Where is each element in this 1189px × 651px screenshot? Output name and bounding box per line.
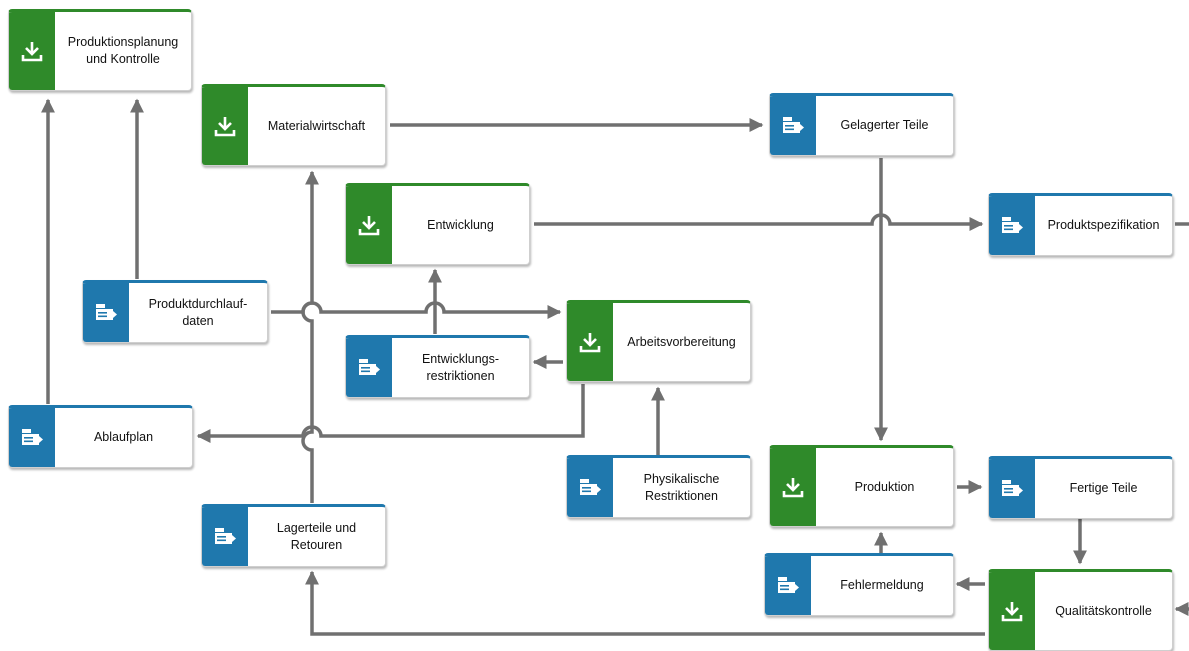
information-object-icon (9, 408, 55, 467)
info-produktdurchlauf[interactable]: Produktdurchlauf- daten (82, 280, 268, 343)
info-fehlermeldung[interactable]: Fehlermeldung (764, 553, 954, 616)
node-label: Produktdurchlauf- daten (148, 296, 248, 328)
download-arrow-icon (9, 12, 55, 90)
process-entwicklung[interactable]: Entwicklung (345, 183, 530, 265)
information-object-icon (989, 196, 1035, 255)
information-object-icon (989, 459, 1035, 518)
edge-qualitaetskontrolle-to-lagerteile (305, 570, 985, 636)
node-label: Produktion (854, 479, 915, 494)
download-arrow-icon (202, 87, 248, 165)
process-produktion[interactable]: Produktion (769, 445, 954, 527)
info-ablaufplan[interactable]: Ablaufplan (8, 405, 193, 468)
information-object-icon (202, 507, 248, 566)
info-entwicklungsrestriktionen[interactable]: Entwicklungs- restriktionen (345, 335, 530, 398)
info-produktspezifikation[interactable]: Produktspezifikation (988, 193, 1173, 256)
edge-lagerteile-to-materialwirtschaft (301, 170, 319, 503)
node-label: Entwicklung (427, 217, 494, 232)
edge-arbeitsvorbereitung-to-ablaufplan (196, 384, 585, 443)
node-label: Physikalische Restriktionen (643, 471, 720, 503)
info-fertige-teile[interactable]: Fertige Teile (988, 456, 1173, 519)
info-lagerteile-retouren[interactable]: Lagerteile und Retouren (201, 504, 386, 567)
information-object-icon (83, 283, 129, 342)
information-object-icon (567, 458, 613, 517)
edge-produktdurchlauf-to-arbeitsvorbereitung (271, 301, 562, 319)
download-arrow-icon (770, 448, 816, 526)
node-label: Lagerteile und Retouren (276, 520, 357, 552)
process-qualitaetskontrolle[interactable]: Qualitätskontrolle (988, 569, 1173, 651)
node-label: Gelagerter Teile (840, 118, 929, 132)
information-object-icon (346, 338, 392, 397)
node-label: Ablaufplan (93, 430, 154, 444)
info-physikalische-restriktionen[interactable]: Physikalische Restriktionen (566, 455, 751, 518)
download-arrow-icon (346, 186, 392, 264)
download-arrow-icon (989, 572, 1035, 650)
node-label: Entwicklungs- restriktionen (421, 351, 500, 383)
information-object-icon (765, 556, 811, 615)
download-arrow-icon (567, 303, 613, 381)
process-materialwirtschaft[interactable]: Materialwirtschaft (201, 84, 386, 166)
node-label: Arbeitsvorbereitung (627, 334, 736, 349)
edge-entwicklung-to-produktspezifikation (534, 213, 984, 231)
node-label: Fertige Teile (1069, 481, 1138, 495)
process-arbeitsvorbereitung[interactable]: Arbeitsvorbereitung (566, 300, 751, 382)
node-label: Produktspezifikation (1047, 218, 1160, 232)
node-label: Materialwirtschaft (267, 118, 366, 133)
node-label: Fehlermeldung (840, 578, 924, 592)
info-gelagerter-teile[interactable]: Gelagerter Teile (769, 93, 954, 156)
information-object-icon (770, 96, 816, 155)
process-produktionsplanung[interactable]: Produktionsplanung und Kontrolle (8, 9, 192, 91)
node-label: Qualitätskontrolle (1055, 603, 1152, 618)
node-label: Produktionsplanung und Kontrolle (67, 35, 179, 66)
